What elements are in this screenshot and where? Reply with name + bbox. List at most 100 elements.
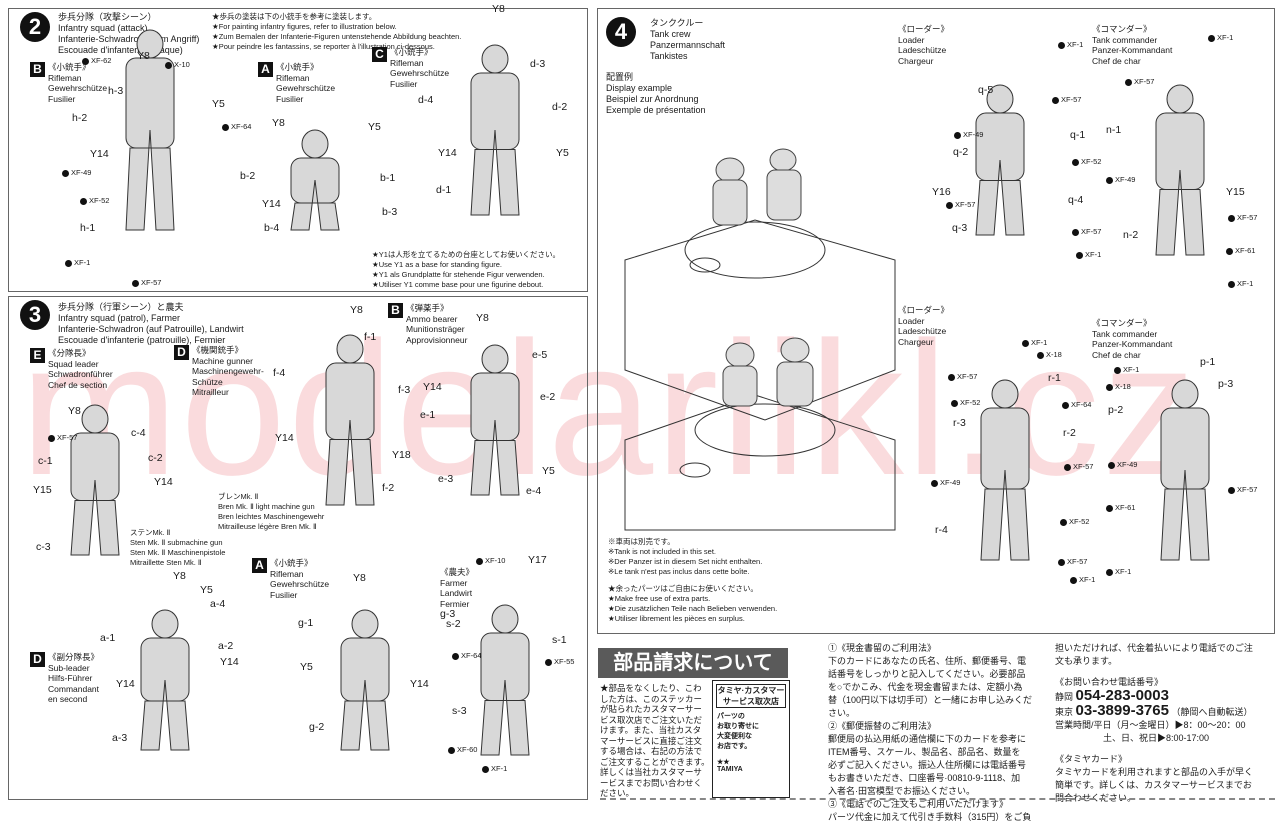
role-line: Loader bbox=[898, 315, 925, 326]
paint-callout: XF-49 bbox=[62, 168, 91, 177]
note-line: ★Make free use of extra parts. bbox=[608, 594, 711, 603]
weapon-line: Bren leichtes Maschinengewehr bbox=[218, 512, 325, 521]
weapon-line: Mitrailleuse légère Bren Mk. Ⅱ bbox=[218, 522, 317, 531]
paint-callout: e-5 bbox=[532, 349, 548, 361]
role-line: Hilfs-Führer bbox=[48, 673, 93, 683]
sticker-text: お店です。 bbox=[717, 743, 752, 750]
paint-callout: XF-52 bbox=[951, 398, 980, 407]
role-tag: D bbox=[174, 345, 189, 360]
paint-callout: c-2 bbox=[148, 452, 163, 464]
tamiya-brand: TAMIYA bbox=[717, 766, 743, 773]
role-line: 《機関銃手》 bbox=[192, 345, 244, 355]
paint-callout: X-18 bbox=[1106, 382, 1131, 391]
cut-line bbox=[600, 798, 1275, 800]
step-number-3: 3 bbox=[20, 300, 50, 330]
paint-callout: XF-57 bbox=[132, 278, 161, 287]
paint-callout: Y14 bbox=[423, 381, 442, 393]
note-line: ★Utiliser Y1 comme base pour une figurin… bbox=[372, 280, 544, 289]
sticker-title: タミヤ·カスタマー bbox=[717, 686, 785, 695]
paint-callout: XF-1 bbox=[1228, 279, 1253, 288]
role-line: Rifleman bbox=[276, 72, 310, 83]
text-line: 詳しくは当社カスタマーサ bbox=[600, 767, 702, 777]
role-line: Ladeschütze bbox=[898, 326, 947, 336]
title-line: Beispiel zur Anordnung bbox=[606, 94, 699, 104]
paint-callout: XF-52 bbox=[1072, 157, 1101, 166]
role-line: 《農夫》 bbox=[440, 567, 475, 577]
role-line: Fermier bbox=[440, 598, 470, 609]
paint-callout: Y14 bbox=[116, 678, 135, 690]
note-line: ※車両は別売です。 bbox=[608, 537, 675, 546]
parts-intro: ★部品をなくしたり、こわした方は、このステッカーが貼られたカスタマーサービス取次… bbox=[600, 683, 710, 799]
sten-label: ステンMk. Ⅱ Sten Mk. Ⅱ submachine gun Sten … bbox=[130, 528, 225, 568]
note-line: ※Der Panzer ist in diesem Set nicht enth… bbox=[608, 557, 763, 566]
sticker-text: 大変便利な bbox=[717, 733, 752, 740]
hours-weekend: 土、日、祝日▶8:00-17:00 bbox=[1103, 733, 1210, 743]
display-example-title: 配置例 Display example Beispiel zur Anordnu… bbox=[606, 72, 706, 116]
paint-callout: g-2 bbox=[309, 721, 325, 733]
text-line: マーサービスに直接ご注文 bbox=[600, 735, 702, 746]
paint-callout: XF-1 bbox=[1106, 567, 1131, 576]
role-line: Loader bbox=[898, 34, 925, 45]
card-heading: 《タミヤカード》 bbox=[1055, 754, 1128, 764]
paint-callout: X-10 bbox=[165, 60, 190, 69]
figure-illustration bbox=[340, 609, 390, 751]
tokyo-phone: 03-3899-3765 bbox=[1075, 702, 1169, 719]
role-line: Farmer bbox=[440, 577, 468, 588]
title-line: Escouade d'infanterie (patrouille), Ferm… bbox=[58, 335, 226, 345]
role-line: Fusilier bbox=[390, 78, 418, 89]
role-line: Chef de char bbox=[1092, 55, 1141, 66]
paint-callout: XF-62 bbox=[82, 56, 111, 65]
role-line: 《弾薬手》 bbox=[406, 303, 449, 313]
paint-callout: r-1 bbox=[1048, 372, 1061, 384]
tank-not-included-note: ※車両は別売です。 ※Tank is not included in this … bbox=[608, 537, 762, 577]
bren-label: ブレンMk. Ⅱ Bren Mk. Ⅱ light machine gun Br… bbox=[218, 492, 324, 532]
parts-request-banner: 部品請求について bbox=[598, 648, 788, 678]
figure-illustration bbox=[325, 334, 375, 506]
section-3-title: 歩兵分隊（行軍シーン）と農夫 Infantry squad (patrol), … bbox=[58, 302, 244, 346]
role-tag: B bbox=[30, 62, 45, 77]
note-line: ★Y1 als Grundplatte für stehende Figur v… bbox=[372, 270, 545, 279]
tokyo-label: 東京 bbox=[1055, 707, 1074, 717]
note-line: ★歩兵の塗装は下の小銃手を参考に塗装します。 bbox=[212, 12, 377, 21]
paint-callout: p-1 bbox=[1200, 356, 1216, 368]
hours-weekday: 営業時間/平日（月～金曜日）▶8：00～20：00 bbox=[1055, 720, 1246, 730]
paint-callout: q-4 bbox=[1068, 194, 1084, 206]
paint-callout: d-3 bbox=[530, 58, 546, 70]
text-line: けます。また、当社カスタ bbox=[600, 725, 702, 735]
role-tag: D bbox=[30, 652, 45, 667]
text-line: ★部品をなくしたり、こわ bbox=[600, 683, 702, 693]
paint-callout: XF-52 bbox=[1060, 517, 1089, 526]
paint-callout: q-3 bbox=[952, 222, 968, 234]
base-note: ★Y1は人形を立てるための台座としてお使いください。 ★Use Y1 as a … bbox=[372, 250, 560, 290]
paint-callout: h-3 bbox=[108, 85, 124, 97]
paint-callout: r-2 bbox=[1063, 427, 1076, 439]
role-line: 《小銃手》 bbox=[390, 47, 433, 57]
paint-callout: XF-1 bbox=[1208, 33, 1233, 42]
figure-illustration bbox=[975, 84, 1025, 236]
order-methods: ①《現金書留のご利用法》下のカードにあなたの氏名、住所、郵便番号、電話番号をしっ… bbox=[828, 642, 1032, 824]
weapon-line: Bren Mk. Ⅱ light machine gun bbox=[218, 502, 315, 511]
title-line: Display example bbox=[606, 83, 673, 93]
step-number-4: 4 bbox=[606, 17, 636, 47]
role-line: Tank commander bbox=[1092, 328, 1158, 339]
title-line: 歩兵分隊（攻撃シーン） bbox=[58, 12, 157, 22]
paint-callout: Y5 bbox=[200, 584, 213, 596]
text-line: 担いただければ、代金着払いにより電話でのご注 bbox=[1055, 643, 1253, 653]
figure-illustration bbox=[980, 379, 1030, 561]
step-number-2: 2 bbox=[20, 12, 50, 42]
text-line: 郵便局の払込用紙の通信欄に下のカードを参考に bbox=[828, 734, 1027, 744]
paint-callout: q-1 bbox=[1070, 129, 1086, 141]
text-line: する場合は、右記の方法で bbox=[600, 746, 703, 756]
text-line: 替（100円以下は切手可）と一緒にお申し込みくだ bbox=[828, 695, 1033, 705]
paint-callout: XF-1 bbox=[482, 764, 507, 773]
text-line: タミヤカードを利用されますと部品の入手が早く bbox=[1055, 767, 1254, 777]
paint-callout: Y8 bbox=[173, 570, 186, 582]
role-line: Fusilier bbox=[276, 93, 304, 104]
paint-callout: e-1 bbox=[420, 409, 436, 421]
text-line: ITEM番号、スケール、製品名、部品名、数量を bbox=[828, 747, 1021, 757]
paint-callout: XF-1 bbox=[1058, 40, 1083, 49]
